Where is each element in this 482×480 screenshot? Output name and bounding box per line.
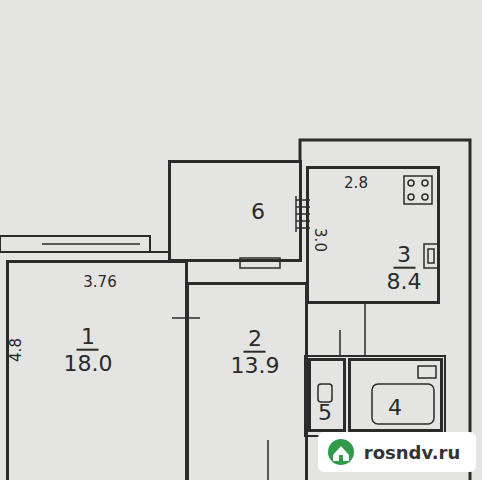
outer-wall	[300, 140, 470, 480]
dimension-label: 3.76	[83, 273, 116, 291]
room-number: 1	[77, 324, 99, 351]
wall	[150, 251, 168, 253]
room-number: 3	[393, 242, 415, 269]
partition	[339, 330, 341, 356]
room-text-group: 4	[384, 395, 406, 420]
room-area: 18.0	[60, 351, 117, 376]
room-box: 4	[348, 358, 443, 432]
room-text-group: 6	[247, 199, 269, 224]
dimension-label: 2.8	[344, 174, 368, 192]
logo-icon	[328, 439, 354, 465]
balcony-strip	[0, 236, 150, 252]
window-line	[42, 243, 140, 245]
room-number: 4	[384, 395, 406, 420]
toilet-symbol	[318, 384, 332, 402]
room-text-group: 5	[314, 400, 336, 425]
room-text-group: 38.4	[383, 242, 426, 295]
watermark-box	[318, 432, 476, 472]
room-box: 118.0	[6, 260, 188, 480]
bathtub-symbol	[372, 384, 434, 424]
stove-symbol	[404, 176, 432, 204]
room-box: 213.9	[186, 282, 308, 480]
sink-symbol	[424, 244, 438, 268]
partition	[364, 304, 366, 356]
washbasin-symbol	[418, 366, 436, 378]
room-number: 2	[244, 326, 266, 353]
room-text-group: 118.0	[60, 324, 117, 377]
watermark-text: rosndv.ru	[364, 442, 460, 463]
room-box: 6	[168, 160, 302, 262]
room-number: 5	[314, 400, 336, 425]
room-area: 13.9	[227, 353, 284, 378]
room-text-group: 213.9	[227, 326, 284, 379]
room-area: 8.4	[383, 269, 426, 294]
wall	[267, 440, 269, 480]
room-number: 6	[247, 199, 269, 224]
dimension-label: 4.8	[7, 338, 25, 362]
room-box: 5	[308, 358, 346, 432]
dimension-label: 3.0	[311, 228, 329, 252]
bathroom-block	[305, 356, 445, 436]
